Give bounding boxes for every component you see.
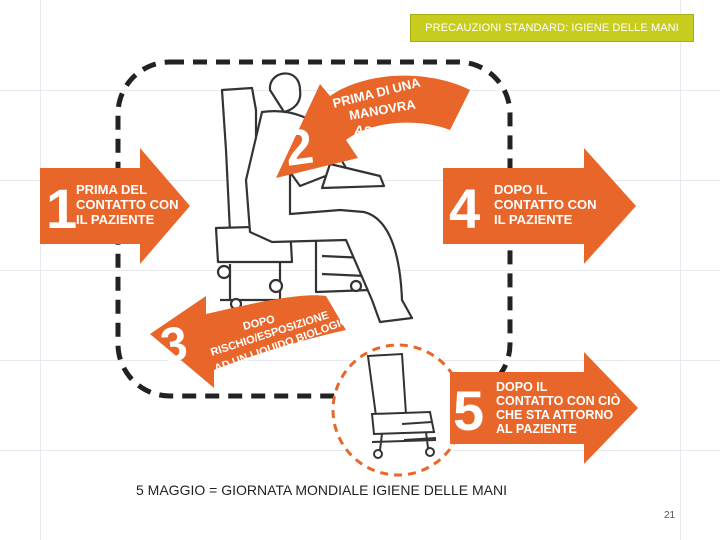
step-5-arrow: 5 DOPO IL CONTATTO CON CIÒ CHE STA ATTOR… [450, 352, 638, 464]
step-5-line-2: CONTATTO CON CIÒ [496, 393, 621, 408]
slide-caption: 5 MAGGIO = GIORNATA MONDIALE IGIENE DELL… [136, 482, 507, 498]
step-1-line-2: CONTATTO CON [76, 197, 179, 212]
step-5-line-1: DOPO IL [496, 380, 548, 394]
step-4-line-2: CONTATTO CON [494, 197, 597, 212]
step-4-arrow: 4 DOPO IL CONTATTO CON IL PAZIENTE [443, 148, 636, 264]
step-5-line-3: CHE STA ATTORNO [496, 408, 613, 422]
page-number: 21 [664, 510, 675, 521]
step-5-line-4: AL PAZIENTE [496, 422, 577, 436]
step-1-arrow: 1 PRIMA DEL CONTATTO CON IL PAZIENTE [40, 148, 190, 264]
step-1-number: 1 [46, 177, 77, 240]
step-1-line-3: IL PAZIENTE [76, 212, 155, 227]
step-3-number: 3 [158, 317, 190, 373]
step-2-line-3: ASETTICA [354, 122, 421, 144]
step-5-number: 5 [453, 379, 484, 442]
step-4-line-3: IL PAZIENTE [494, 212, 573, 227]
step-1-line-1: PRIMA DEL [76, 182, 147, 197]
step-4-line-1: DOPO IL [494, 182, 548, 197]
step-2-arrow: 2 PRIMA DI UNA MANOVRA ASETTICA [276, 74, 470, 178]
step-3-arrow: 3 DOPO RISCHIO/ESPOSIZIONE AD UN LIQUIDO… [150, 295, 358, 388]
step-4-number: 4 [449, 177, 480, 240]
